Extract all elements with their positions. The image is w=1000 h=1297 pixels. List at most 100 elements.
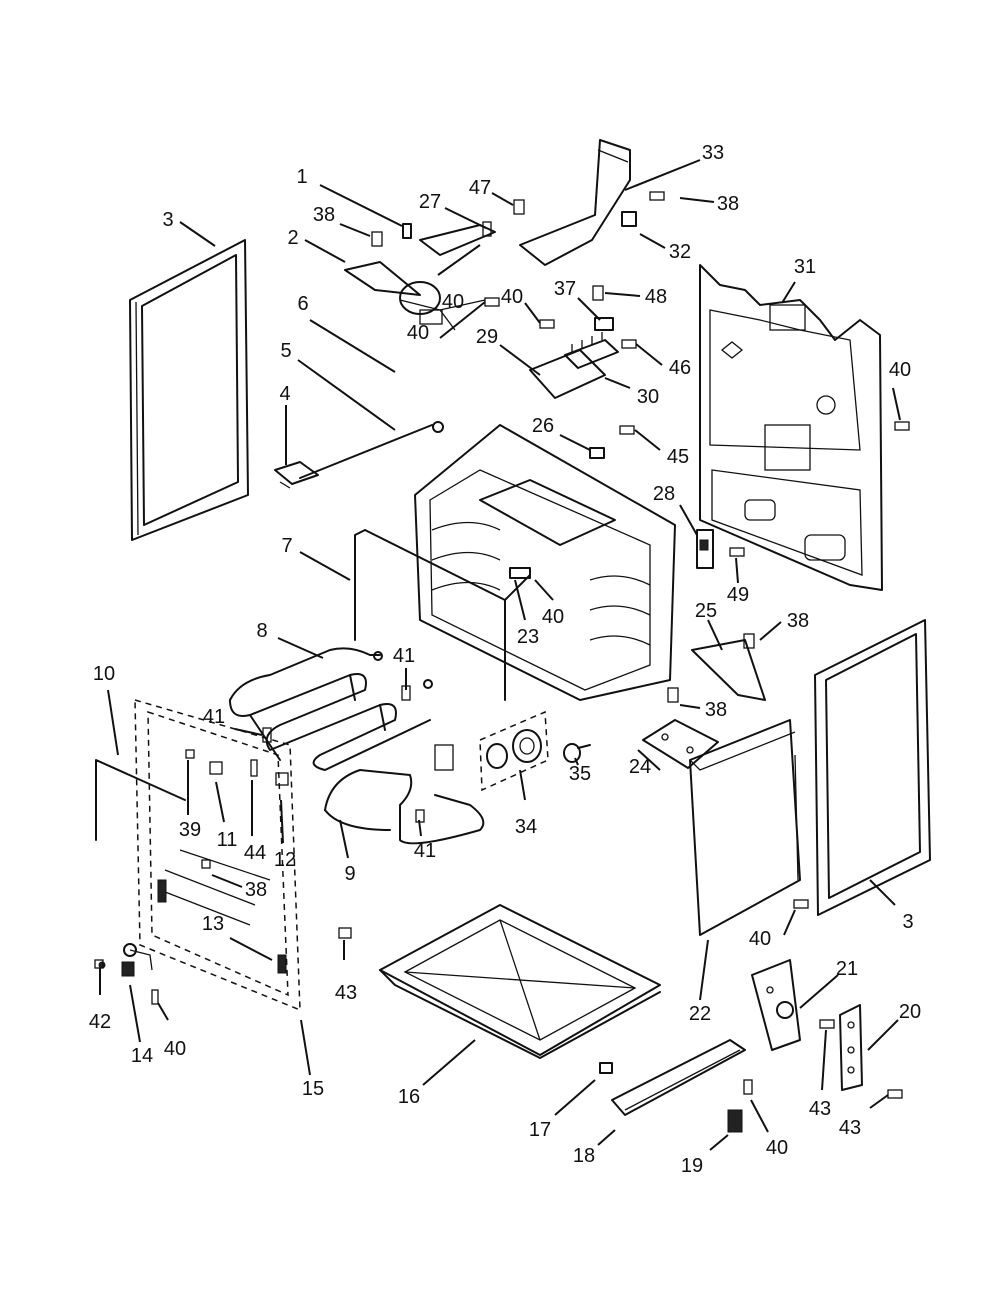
callout-20: 20 bbox=[899, 1001, 921, 1023]
knob bbox=[563, 743, 591, 763]
callout-43: 43 bbox=[335, 982, 357, 1004]
callout-41: 41 bbox=[393, 645, 415, 667]
callout-35: 35 bbox=[569, 763, 591, 785]
callout-5: 5 bbox=[280, 340, 291, 362]
callout-38: 38 bbox=[705, 699, 727, 721]
callout-7: 7 bbox=[281, 535, 292, 557]
callout-40: 40 bbox=[442, 291, 464, 313]
callout-2: 2 bbox=[287, 227, 298, 249]
callout-13: 13 bbox=[202, 913, 224, 935]
callout-16: 16 bbox=[398, 1086, 420, 1108]
callout-27: 27 bbox=[419, 191, 441, 213]
callout-39: 39 bbox=[179, 819, 201, 841]
vent-clip bbox=[621, 211, 637, 227]
small-bracket bbox=[696, 529, 714, 569]
callout-9: 9 bbox=[344, 863, 355, 885]
knob-group bbox=[479, 710, 549, 792]
callout-6: 6 bbox=[297, 293, 308, 315]
callout-3: 3 bbox=[162, 209, 173, 231]
pin bbox=[402, 223, 412, 239]
callout-17: 17 bbox=[529, 1119, 551, 1141]
callout-40: 40 bbox=[164, 1038, 186, 1060]
callout-37: 37 bbox=[554, 278, 576, 300]
callout-26: 26 bbox=[532, 415, 554, 437]
callout-19: 19 bbox=[681, 1155, 703, 1177]
callout-21: 21 bbox=[836, 958, 858, 980]
callout-3: 3 bbox=[902, 911, 913, 933]
callout-38: 38 bbox=[313, 204, 335, 226]
callout-33: 33 bbox=[702, 142, 724, 164]
callout-11: 11 bbox=[217, 829, 238, 851]
callout-22: 22 bbox=[689, 1003, 711, 1025]
callout-46: 46 bbox=[669, 357, 691, 379]
leveling-leg bbox=[727, 1109, 743, 1133]
top-bracket bbox=[419, 224, 496, 256]
callout-42: 42 bbox=[89, 1011, 111, 1033]
callout-40: 40 bbox=[889, 359, 911, 381]
callout-23: 23 bbox=[517, 626, 539, 648]
callout-8: 8 bbox=[256, 620, 267, 642]
drawer-bracket bbox=[642, 719, 719, 769]
leader-lines bbox=[99, 159, 901, 1151]
callout-47: 47 bbox=[469, 177, 491, 199]
side-panel-left bbox=[129, 239, 249, 541]
sensor-element bbox=[354, 529, 531, 701]
callout-14: 14 bbox=[131, 1045, 153, 1067]
callout-31: 31 bbox=[794, 256, 816, 278]
anti-tip-strap bbox=[839, 1004, 863, 1091]
callout-28: 28 bbox=[653, 483, 675, 505]
callout-4: 4 bbox=[279, 383, 290, 405]
callout-29: 29 bbox=[476, 326, 498, 348]
oven-cavity bbox=[414, 424, 676, 701]
callout-40: 40 bbox=[749, 928, 771, 950]
callout-18: 18 bbox=[573, 1145, 595, 1167]
callout-49: 49 bbox=[727, 584, 749, 606]
switch bbox=[274, 461, 319, 489]
cavity-clip bbox=[589, 447, 605, 459]
callout-38: 38 bbox=[245, 879, 267, 901]
callout-43: 43 bbox=[809, 1098, 831, 1120]
drawer-rail bbox=[611, 1039, 746, 1116]
element-bracket bbox=[344, 261, 421, 296]
callout-30: 30 bbox=[637, 386, 659, 408]
thermostat bbox=[399, 281, 486, 331]
callout-48: 48 bbox=[645, 286, 667, 308]
callout-45: 45 bbox=[667, 446, 689, 468]
callout-41: 41 bbox=[203, 706, 225, 728]
wire-clip bbox=[594, 317, 614, 331]
callout-1: 1 bbox=[296, 166, 307, 188]
front-frame bbox=[134, 698, 301, 1012]
clip bbox=[599, 1062, 613, 1074]
callout-12: 12 bbox=[274, 849, 296, 871]
callout-labels: 1 2 3 3 4 5 6 7 8 9 10 11 12 13 14 15 16… bbox=[89, 142, 921, 1177]
wire bbox=[299, 421, 444, 479]
parts-drawing bbox=[94, 139, 931, 1133]
callout-44: 44 bbox=[244, 842, 266, 864]
gasket bbox=[95, 759, 186, 841]
callout-38: 38 bbox=[787, 610, 809, 632]
callout-25: 25 bbox=[695, 600, 717, 622]
callout-32: 32 bbox=[669, 241, 691, 263]
side-panel-right bbox=[814, 619, 931, 916]
vent-duct bbox=[519, 139, 631, 266]
callout-40: 40 bbox=[501, 286, 523, 308]
callout-43: 43 bbox=[839, 1117, 861, 1139]
callout-38: 38 bbox=[717, 193, 739, 215]
callout-15: 15 bbox=[302, 1078, 324, 1100]
callout-34: 34 bbox=[515, 816, 537, 838]
broil-element bbox=[324, 744, 485, 845]
mounting-bracket bbox=[691, 639, 766, 701]
callout-40: 40 bbox=[542, 606, 564, 628]
callout-40: 40 bbox=[766, 1137, 788, 1159]
terminal-block bbox=[529, 332, 619, 399]
oven-sensor bbox=[509, 567, 531, 579]
callout-40: 40 bbox=[407, 322, 429, 344]
callout-24: 24 bbox=[629, 756, 651, 778]
screws bbox=[94, 191, 910, 1099]
leveling-leg-bracket bbox=[751, 959, 801, 1051]
broiler-drawer-pan bbox=[379, 904, 661, 1059]
callout-10: 10 bbox=[93, 663, 115, 685]
lower-left-hardware bbox=[98, 943, 153, 977]
rear-panel bbox=[699, 264, 883, 591]
